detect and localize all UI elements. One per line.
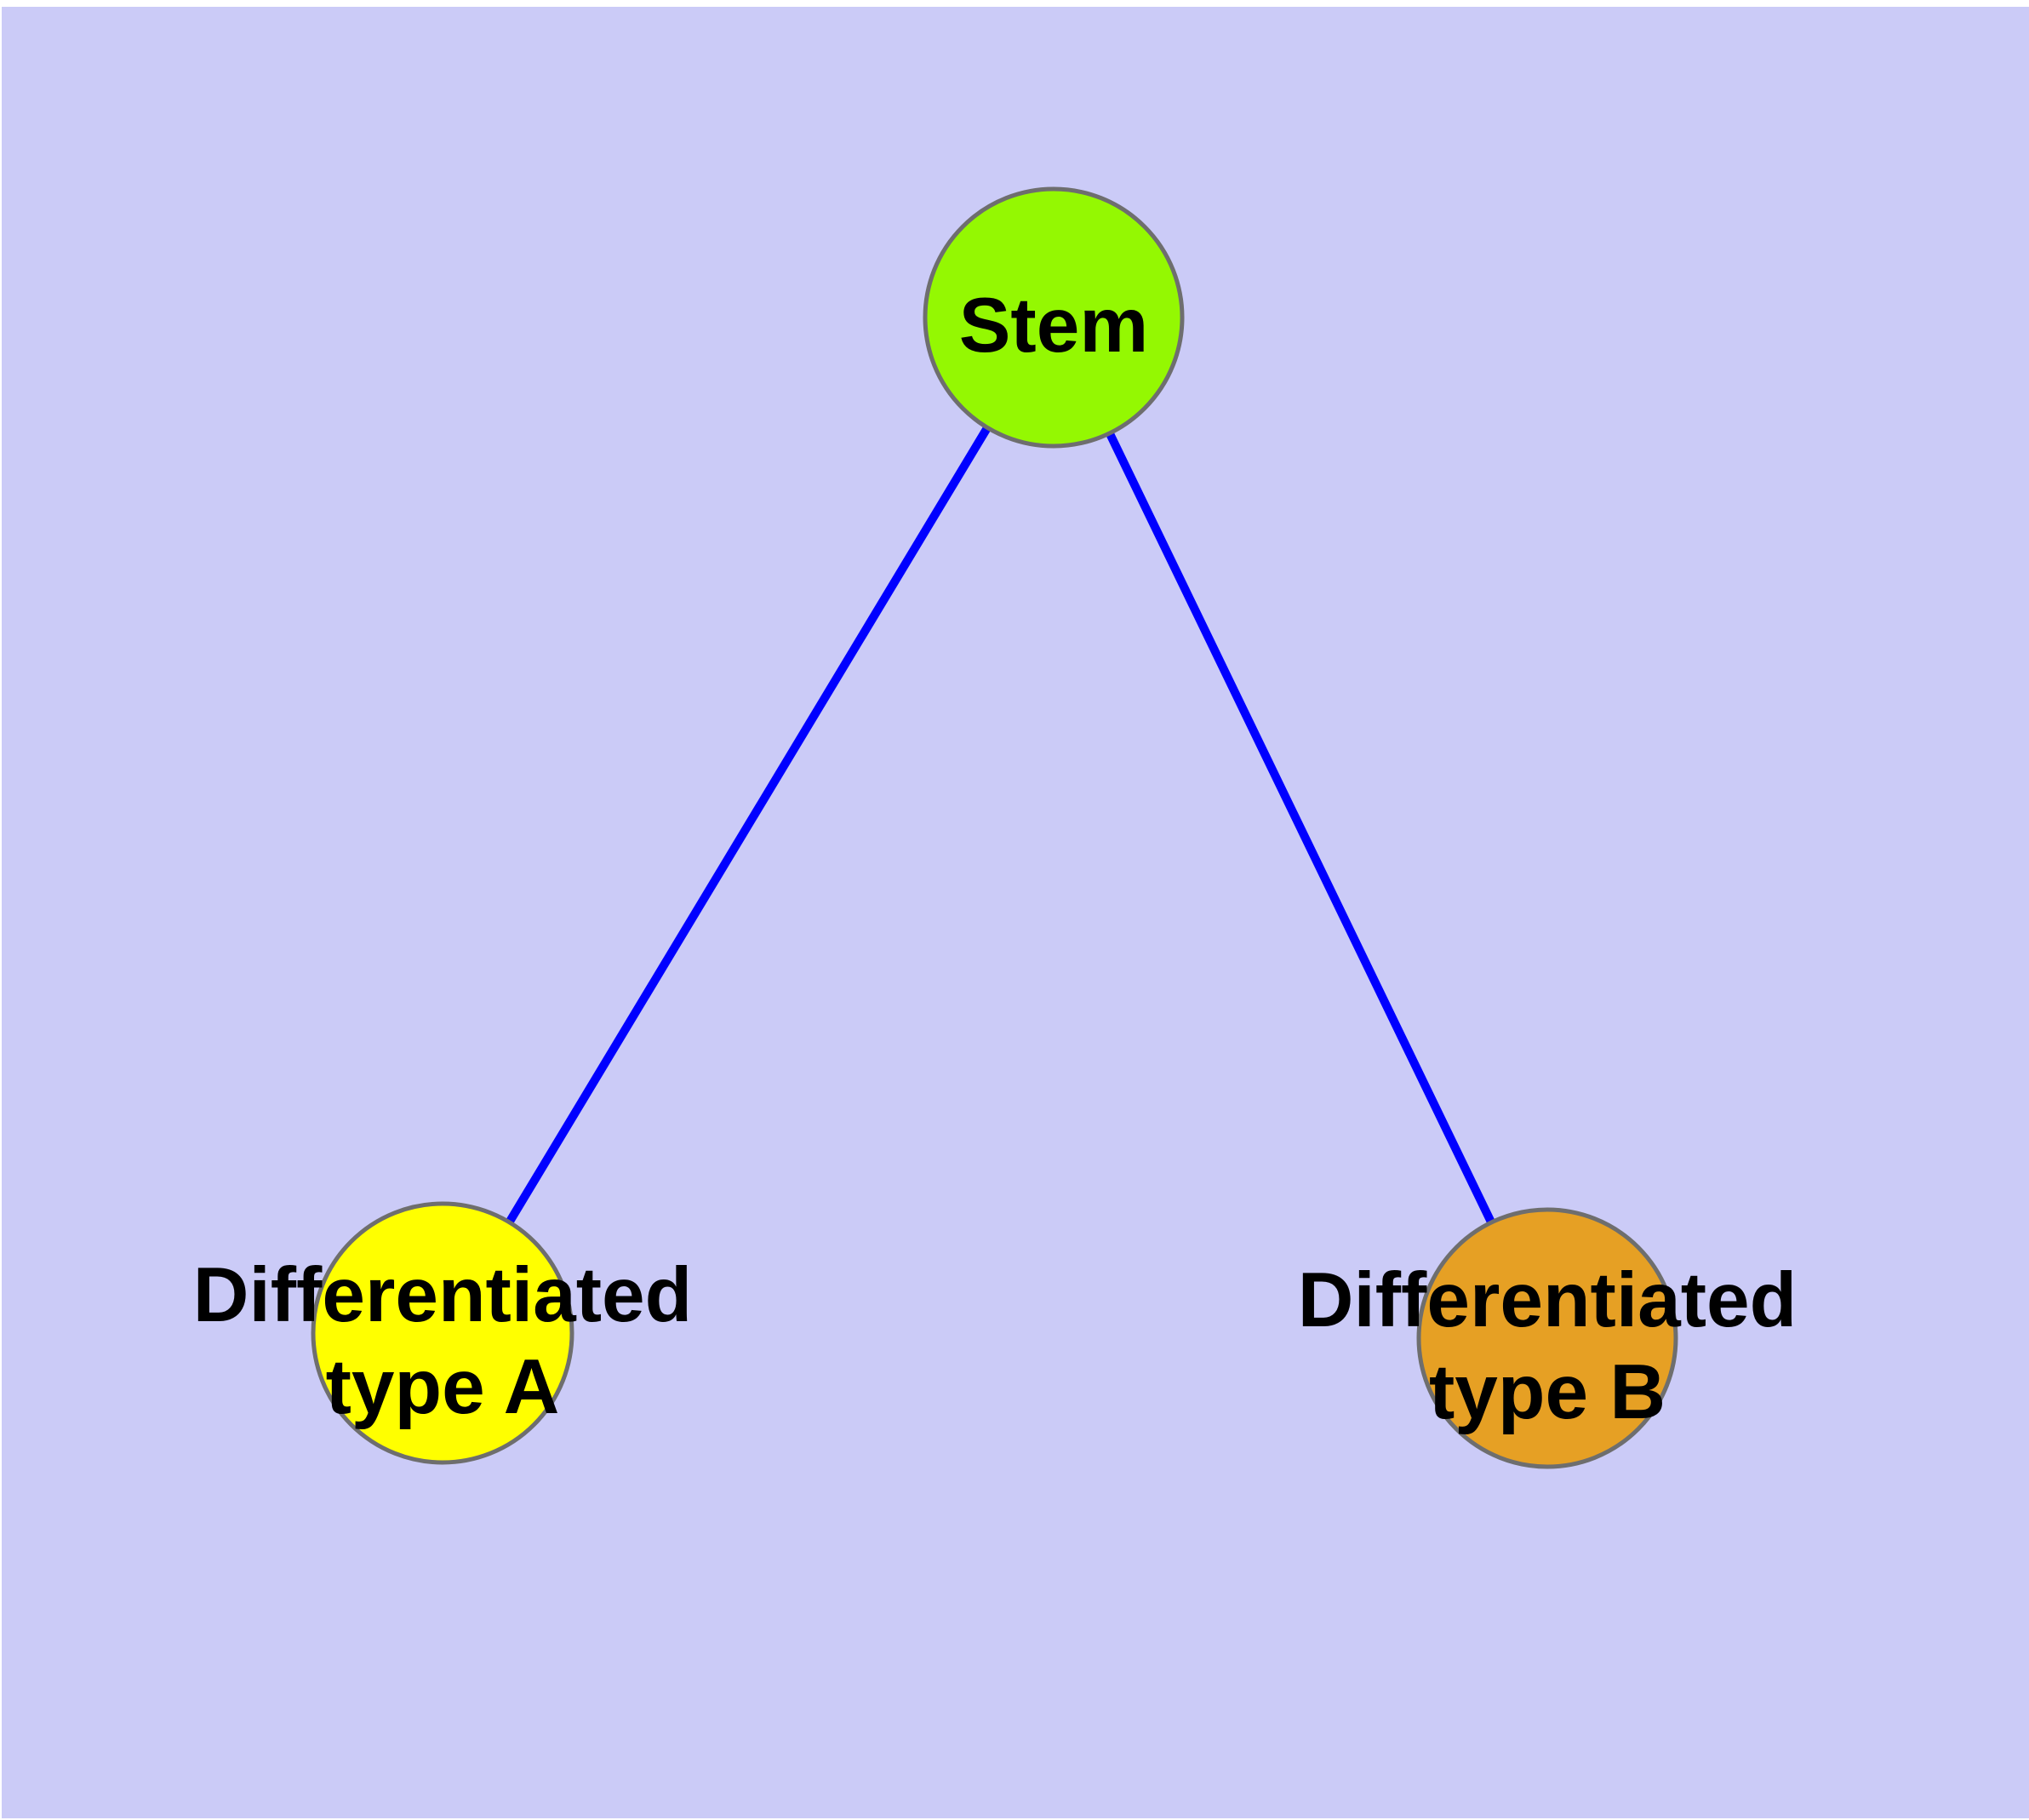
node-circle-stem bbox=[923, 186, 1185, 449]
edge-stem-to-differentiated-type-a bbox=[438, 315, 1058, 1336]
edge-stem-to-differentiated-type-b bbox=[1049, 315, 1552, 1341]
node-circle-differentiated-type-a bbox=[311, 1201, 574, 1465]
node-label-line: type A bbox=[326, 1344, 560, 1430]
node-label-line: Differentiated bbox=[1298, 1257, 1798, 1343]
node-label-stem: Stem bbox=[959, 283, 1149, 369]
node-circle-differentiated-type-b bbox=[1416, 1207, 1678, 1469]
node-label-line: type B bbox=[1429, 1349, 1666, 1435]
node-label-line: Stem bbox=[959, 283, 1149, 369]
node-label-line: Differentiated bbox=[193, 1252, 693, 1338]
